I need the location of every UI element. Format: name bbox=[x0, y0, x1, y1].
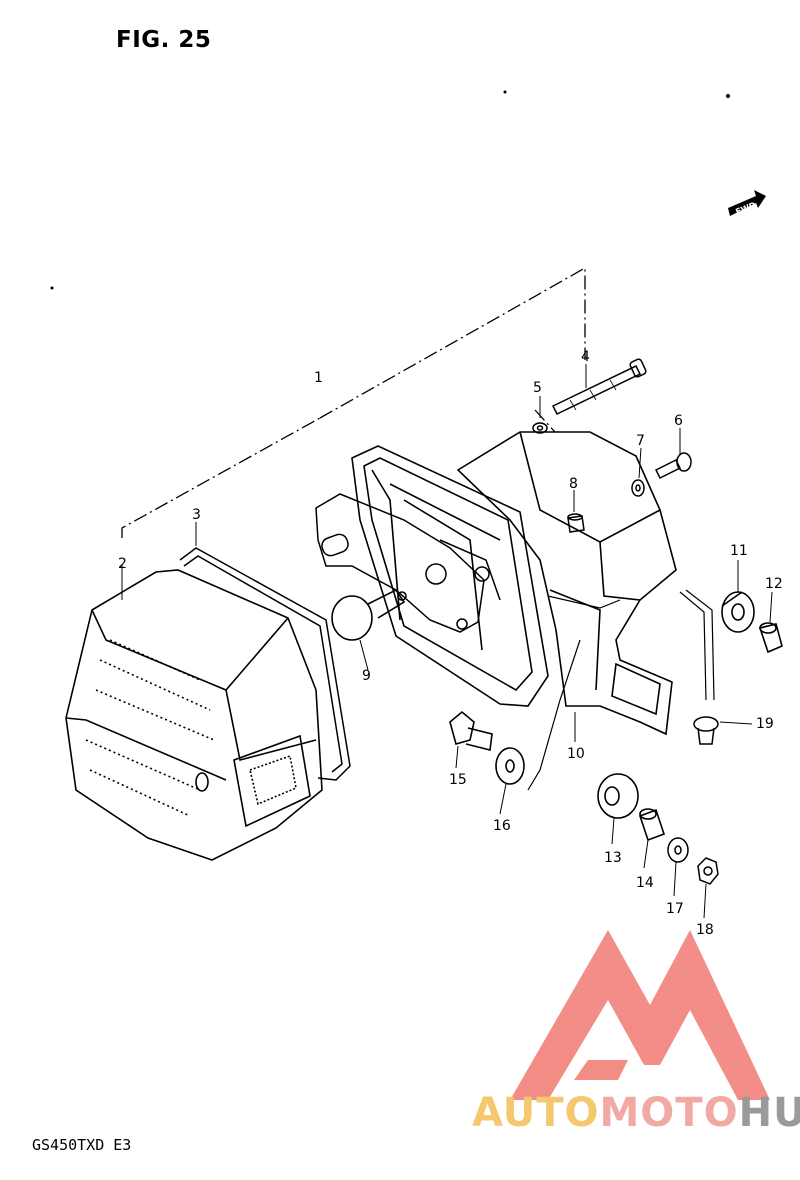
assembly-bracket-1 bbox=[121, 266, 586, 538]
forward-arrow-icon: FWD bbox=[728, 190, 766, 217]
mounting-bracket bbox=[456, 431, 677, 736]
callout-labels: 1 2 3 4 5 6 7 8 9 10 11 12 13 14 15 16 1… bbox=[118, 349, 783, 938]
wire-harness bbox=[527, 589, 715, 791]
callout-6: 6 bbox=[674, 413, 683, 429]
tail-lens bbox=[65, 569, 323, 861]
cushion-11 bbox=[721, 591, 755, 633]
washer-5 bbox=[532, 422, 548, 434]
watermark-part-c: HUB bbox=[738, 1090, 800, 1136]
watermark-part-b: MOTO bbox=[599, 1090, 739, 1136]
fwd-label: FWD bbox=[734, 200, 757, 216]
grommet-19 bbox=[693, 716, 719, 745]
grommet-7 bbox=[631, 479, 645, 497]
callout-16: 16 bbox=[493, 818, 511, 834]
collar-12 bbox=[758, 622, 783, 654]
callout-10: 10 bbox=[567, 746, 585, 762]
figure-title: FIG. 25 bbox=[116, 27, 212, 53]
washer-16 bbox=[495, 747, 525, 785]
callout-4: 4 bbox=[581, 349, 590, 365]
lens-gasket bbox=[179, 547, 351, 781]
model-code: GS450TXD E3 bbox=[32, 1136, 132, 1154]
scan-specks bbox=[50, 90, 730, 290]
nut-18 bbox=[697, 857, 719, 885]
cushion-13 bbox=[597, 773, 639, 819]
callout-3: 3 bbox=[192, 507, 201, 523]
callout-1: 1 bbox=[314, 370, 323, 386]
bulb bbox=[331, 588, 407, 641]
callout-17: 17 bbox=[666, 901, 684, 917]
bolt-15 bbox=[449, 710, 493, 751]
callout-13: 13 bbox=[604, 850, 622, 866]
callout-2: 2 bbox=[118, 556, 127, 572]
callout-15: 15 bbox=[449, 772, 467, 788]
callout-11: 11 bbox=[730, 543, 748, 559]
callout-7: 7 bbox=[636, 433, 645, 449]
screw-6 bbox=[654, 452, 692, 480]
watermark-text: AUTOMOTOHUB bbox=[472, 1090, 800, 1136]
watermark-part-a: AUTO bbox=[472, 1090, 600, 1136]
callout-19: 19 bbox=[756, 716, 774, 732]
collar-14 bbox=[638, 808, 666, 842]
collar-8 bbox=[567, 513, 585, 533]
callout-8: 8 bbox=[569, 476, 578, 492]
long-bolt bbox=[551, 358, 647, 415]
leader-lines bbox=[121, 364, 773, 919]
callout-18: 18 bbox=[696, 922, 714, 938]
callout-9: 9 bbox=[362, 668, 371, 684]
light-housing-base bbox=[351, 445, 549, 707]
callout-5: 5 bbox=[533, 380, 542, 396]
callout-12: 12 bbox=[765, 576, 783, 592]
washer-17 bbox=[667, 837, 689, 863]
watermark-logo-icon bbox=[510, 930, 770, 1100]
reflector-plate bbox=[315, 493, 501, 633]
callout-14: 14 bbox=[636, 875, 654, 891]
